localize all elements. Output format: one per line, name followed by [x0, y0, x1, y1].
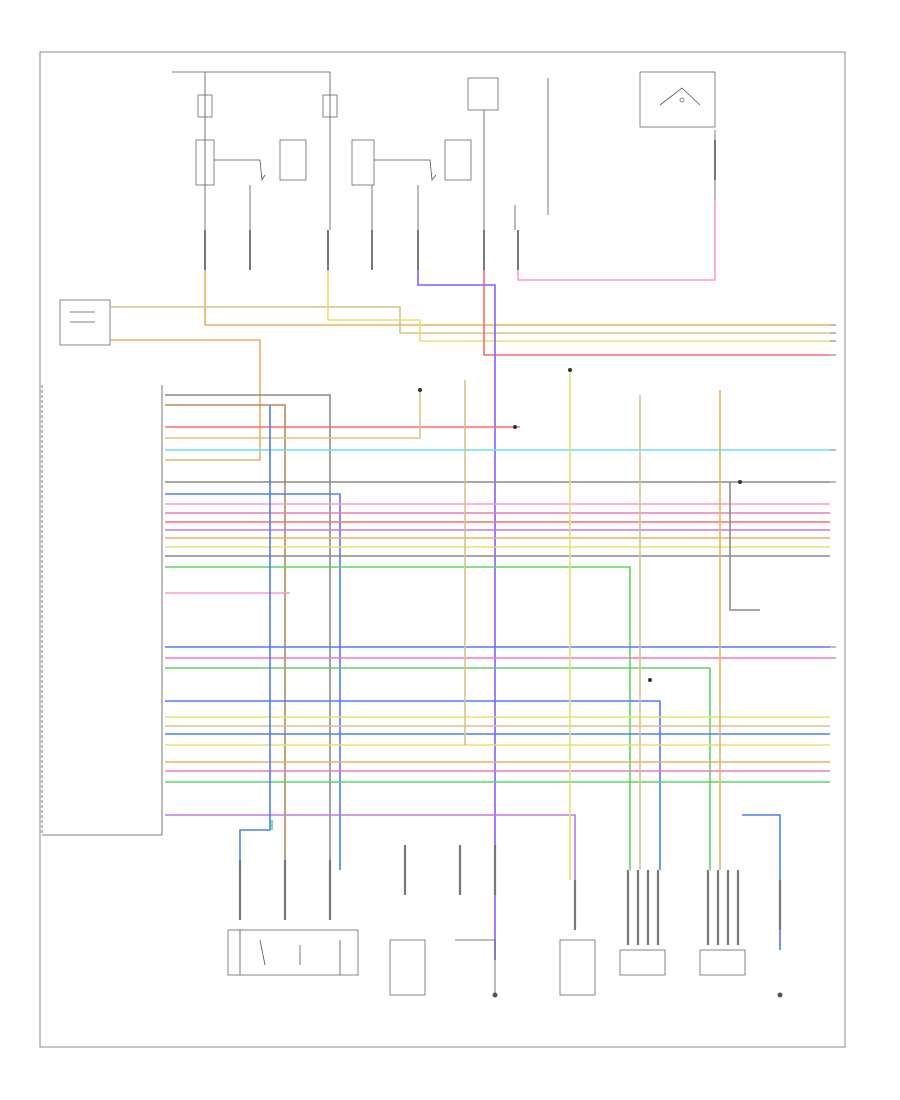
wire-bundle: [110, 200, 830, 960]
top-connectors: [204, 140, 716, 270]
splice-points: [418, 368, 742, 682]
right-terminals: [830, 324, 836, 659]
generator: [59, 299, 111, 346]
pcm-connector: [41, 385, 163, 836]
fuse-relay-section: [172, 71, 716, 230]
bottom-connectors: [238, 845, 782, 945]
diagram-frame: [39, 51, 846, 1048]
bottom-components: [227, 929, 783, 998]
